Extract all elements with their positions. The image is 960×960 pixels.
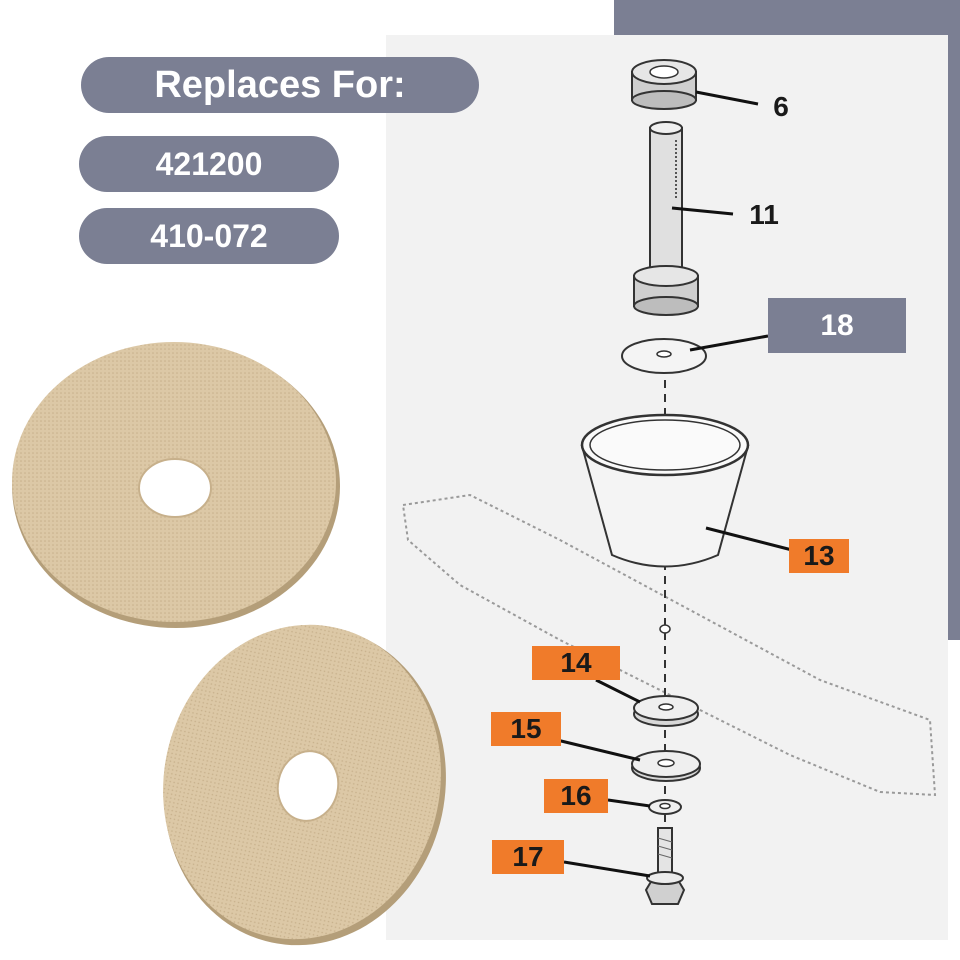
axis-hole: [659, 624, 671, 634]
spindle-shaft-part-11: [633, 121, 699, 316]
callout-13: 13: [789, 539, 849, 573]
fiber-washer-top-image: [12, 342, 340, 628]
washer-part-14: [633, 695, 699, 727]
callout-14: 14: [532, 646, 620, 680]
callout-16: 16: [544, 779, 608, 813]
bolt-part-17: [644, 827, 686, 905]
replaces-for-title: Replaces For:: [81, 57, 479, 113]
callout-15: 15: [491, 712, 561, 746]
part-number-2: 410-072: [79, 208, 339, 264]
washer-part-16: [648, 799, 682, 815]
fiber-washer-bottom-image: [163, 624, 446, 946]
washer-part-15: [631, 750, 701, 782]
mower-blade-outline: [401, 493, 937, 797]
callout-11: 11: [749, 199, 779, 230]
cup-part-13: [580, 413, 750, 568]
part-number-1: 421200: [79, 136, 339, 192]
callout-17: 17: [492, 840, 564, 874]
washer-part-18: [621, 338, 707, 374]
callout-18: 18: [768, 298, 906, 353]
bearing-top-part-6: [631, 59, 697, 110]
callout-6: 6: [773, 91, 789, 122]
